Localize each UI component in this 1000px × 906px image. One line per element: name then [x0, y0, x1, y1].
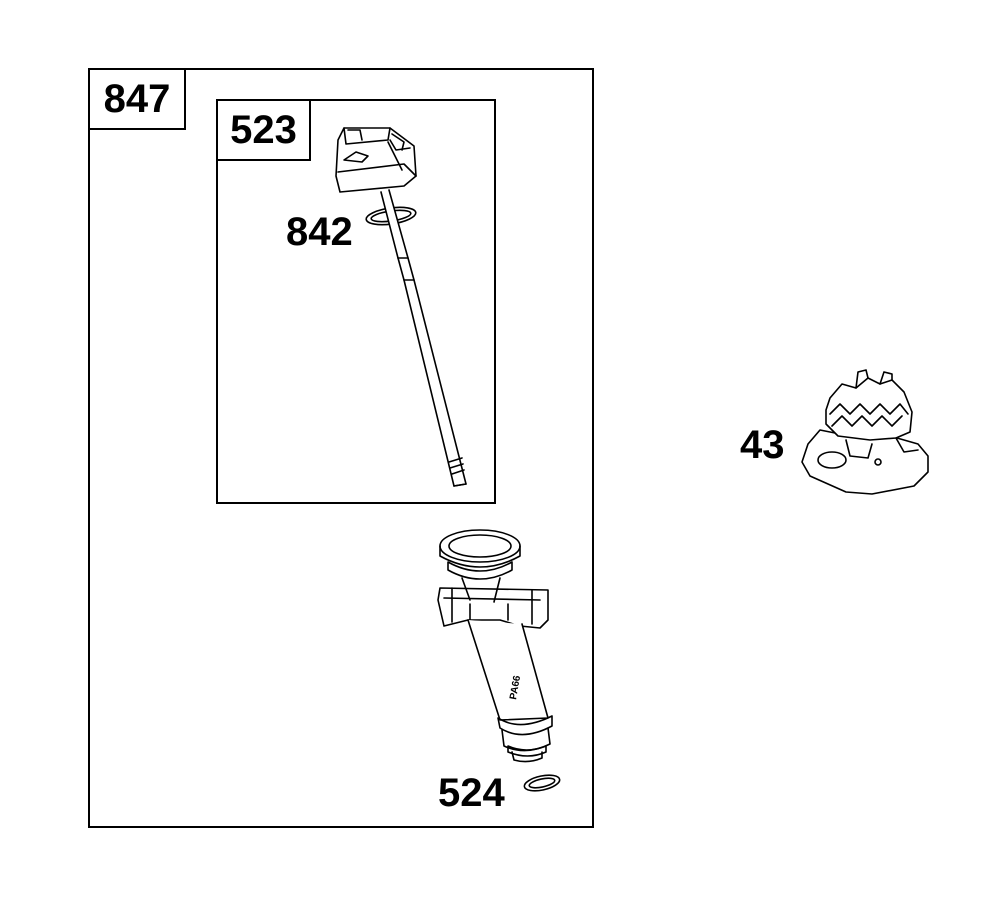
governor-assembly	[801, 369, 929, 495]
dipstick-523-frame	[216, 99, 496, 504]
dipstick-cap	[335, 127, 417, 193]
dipstick-rod	[380, 189, 467, 487]
dipstick-tube	[437, 529, 553, 763]
kit-847-frame	[88, 68, 594, 828]
part-label-842: 842	[286, 210, 353, 254]
o-ring-524	[523, 774, 561, 792]
part-label-524: 524	[438, 771, 505, 815]
kit-label-847: 847	[88, 68, 186, 130]
tube-marking: PA66	[508, 674, 523, 700]
part-label-43: 43	[740, 423, 785, 467]
part-label-523: 523	[216, 99, 311, 161]
